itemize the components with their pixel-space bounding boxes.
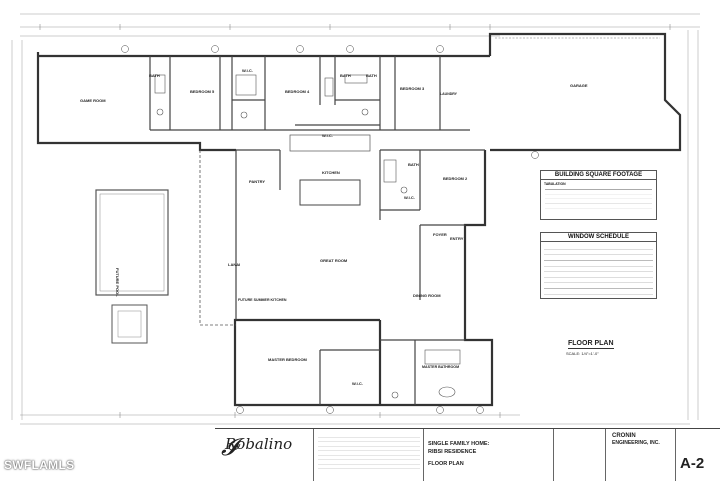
square-footage-panel: BUILDING SQUARE FOOTAGE TABULATION	[540, 170, 657, 220]
logo-mark-icon: 𝓘	[221, 433, 238, 461]
logo-script: Robalino	[225, 435, 293, 453]
room-label-garage: GARAGE	[570, 83, 588, 88]
room-label-wic-master: W.I.C.	[352, 381, 363, 386]
room-label-wic-3: W.I.C.	[404, 195, 415, 200]
room-label-wic-2: W.I.C.	[322, 133, 333, 138]
window-schedule-table	[544, 244, 653, 296]
sheet-title: FLOOR PLAN	[428, 461, 464, 467]
project-line-2: RIBSI RESIDENCE	[428, 449, 477, 455]
floor-plan-label: FLOOR PLAN	[568, 340, 614, 349]
title-block: Robalino 𝓘 SINGLE FAMILY HOME: RIBSI RES…	[215, 428, 720, 481]
room-label-bath-3: BATH	[366, 73, 377, 78]
room-label-bath-2: BATH	[340, 73, 351, 78]
square-footage-title: BUILDING SQUARE FOOTAGE	[541, 171, 656, 180]
notes-block	[553, 429, 606, 481]
sheet-number: A-2	[680, 455, 705, 472]
floor-plan-scale: SCALE: 1/4"=1'-0"	[566, 351, 599, 356]
project-block: SINGLE FAMILY HOME: RIBSI RESIDENCE FLOO…	[423, 429, 554, 481]
window-schedule-title: WINDOW SCHEDULE	[541, 233, 656, 242]
revision-block	[313, 429, 424, 481]
room-label-bedroom-4: BEDROOM 4	[285, 89, 310, 94]
firm-line-2: ENGINEERING, INC.	[612, 440, 660, 446]
room-label-future-pool: FUTURE POOL	[115, 268, 120, 297]
room-label-dining-room: DINING ROOM	[413, 293, 441, 298]
room-label-bedroom-2: BEDROOM 2	[443, 176, 468, 181]
room-label-great-room: GREAT ROOM	[320, 258, 348, 263]
room-label-bath-4: BATH	[408, 162, 419, 167]
room-label-bath-1: BATH	[149, 73, 160, 78]
watermark: SWFLAMLS	[4, 458, 75, 472]
project-line-1: SINGLE FAMILY HOME:	[428, 441, 490, 447]
room-label-wic-1: W.I.C.	[242, 68, 253, 73]
room-label-kitchen: KITCHEN	[322, 170, 340, 175]
room-label-master-bathroom: MASTER BATHROOM	[422, 365, 460, 369]
room-label-lanai: LANAI	[228, 262, 241, 267]
room-label-game-room: GAME ROOM	[80, 98, 106, 103]
firm-block: CRONIN ENGINEERING, INC.	[605, 429, 676, 481]
sheet-number-block: A-2	[675, 429, 720, 481]
revision-table	[318, 433, 420, 473]
room-label-foyer: FOYER	[433, 232, 447, 237]
room-label-entry: ENTRY	[450, 236, 464, 241]
room-label-bedroom-3: BEDROOM 3	[400, 86, 425, 91]
room-label-master-bedroom: MASTER BEDROOM	[268, 357, 307, 362]
room-label-future-summer-kitchen: FUTURE SUMMER KITCHEN	[238, 298, 287, 302]
firm-line-1: CRONIN	[612, 433, 636, 439]
room-label-bedroom-5: BEDROOM 5	[190, 89, 215, 94]
square-footage-table	[545, 188, 652, 212]
square-footage-subtitle: TABULATION	[544, 182, 566, 186]
room-label-pantry: PANTRY	[249, 179, 265, 184]
window-schedule-panel: WINDOW SCHEDULE	[540, 232, 657, 299]
room-label-laundry: LAUNDRY	[440, 92, 457, 96]
